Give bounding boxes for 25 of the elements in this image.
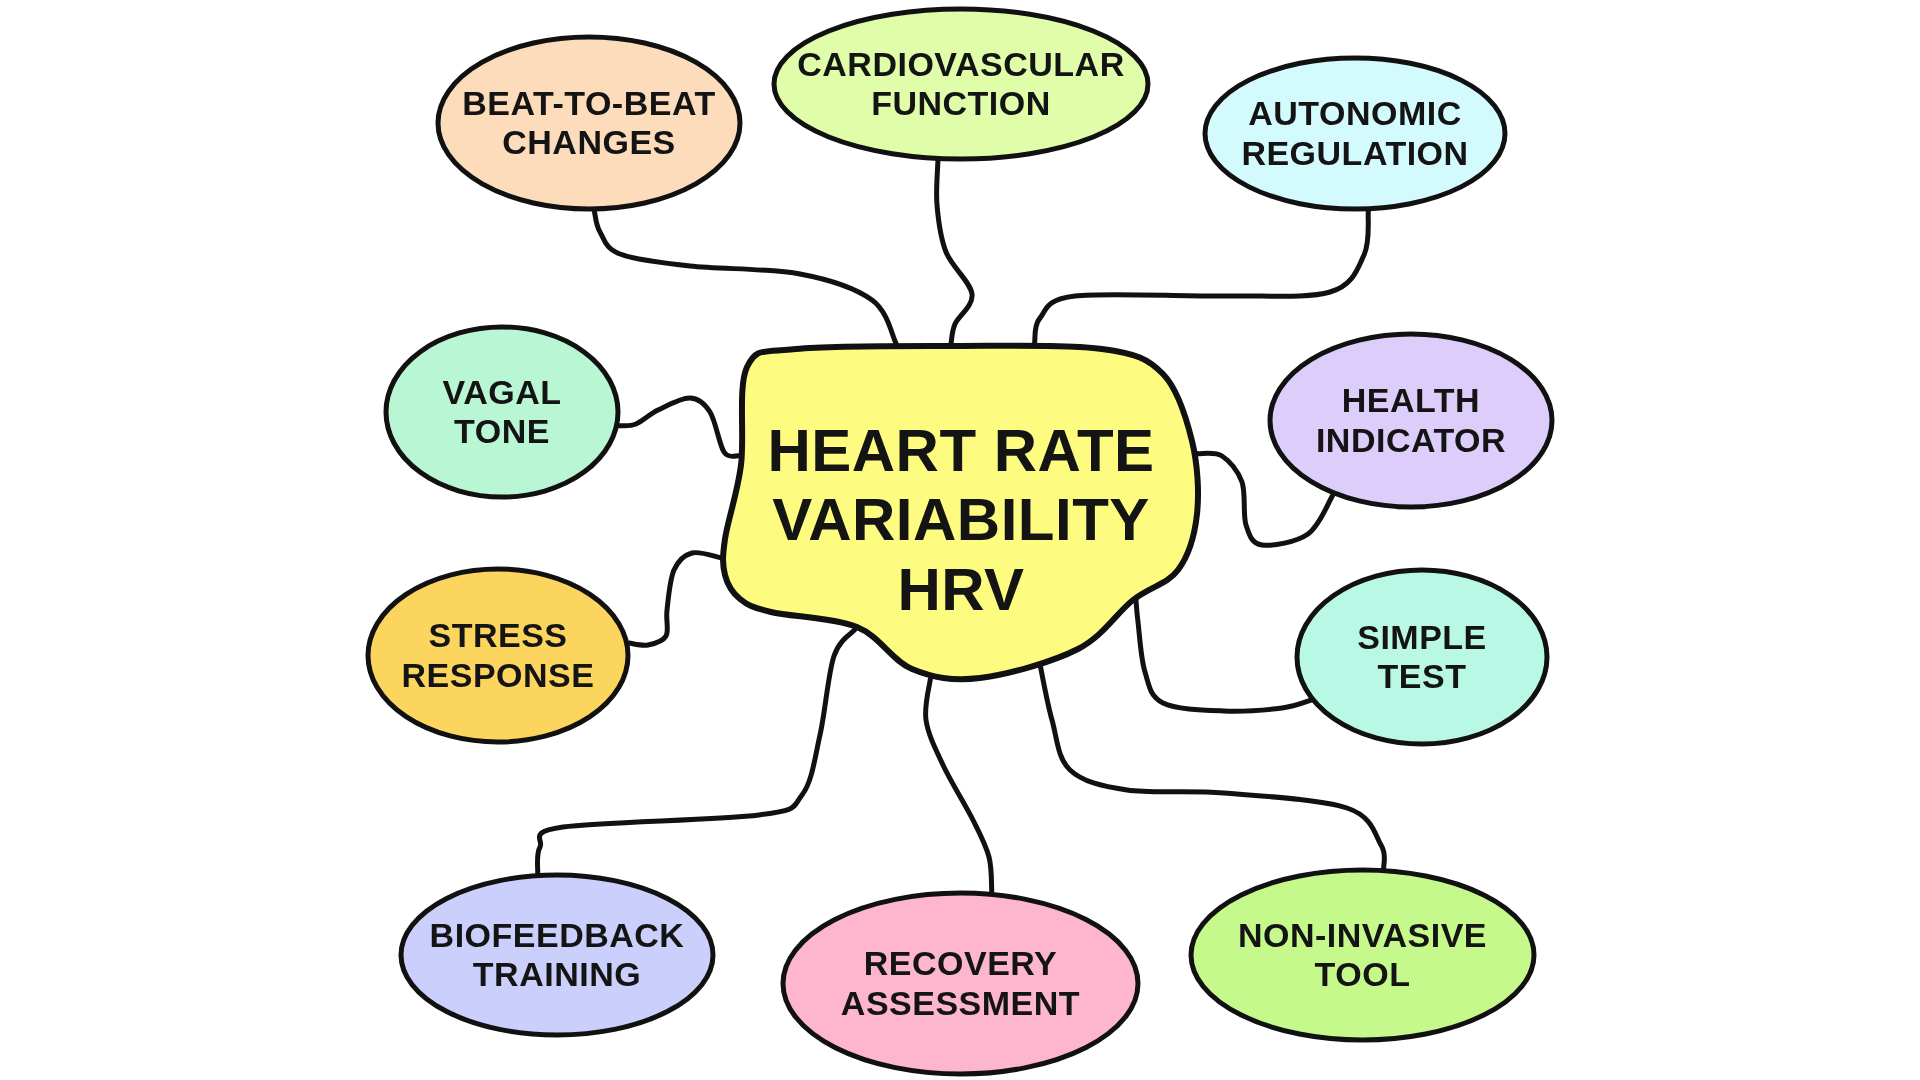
topic-label: BIOFEEDBACK TRAINING [428,915,686,995]
topic-ellipse [780,890,1141,1077]
topic-label: STRESS RESPONSE [400,616,596,695]
connector-line [934,158,975,346]
central-topic-label: HEART RATE VARIABILITY HRV [766,415,1156,625]
topic-label: NON-INVASIVE TOOL [1236,915,1489,995]
topic-ellipse [365,566,631,745]
topic-label: RECOVERY ASSESSMENT [839,944,1082,1023]
topic-ellipse [771,6,1151,162]
topic-label: SIMPLE TEST [1356,617,1488,697]
topic-label: BEAT-TO-BEAT CHANGES [461,83,717,163]
connector-line [1195,450,1336,548]
connector-line [534,626,858,876]
topic-label: HEALTH INDICATOR [1314,381,1508,460]
topic-ellipse [1267,331,1555,510]
topic-ellipse [1202,55,1508,212]
topic-label: VAGAL TONE [441,372,563,452]
topic-label: AUTONOMIC REGULATION [1240,94,1470,173]
topic-ellipse [398,872,716,1038]
topic-ellipse [383,324,621,500]
topic-ellipse [435,34,743,212]
topic-ellipse [1188,867,1537,1043]
central-topic-blob [720,343,1202,683]
topic-ellipse [1294,567,1550,747]
topic-label: CARDIOVASCULAR FUNCTION [796,44,1126,124]
